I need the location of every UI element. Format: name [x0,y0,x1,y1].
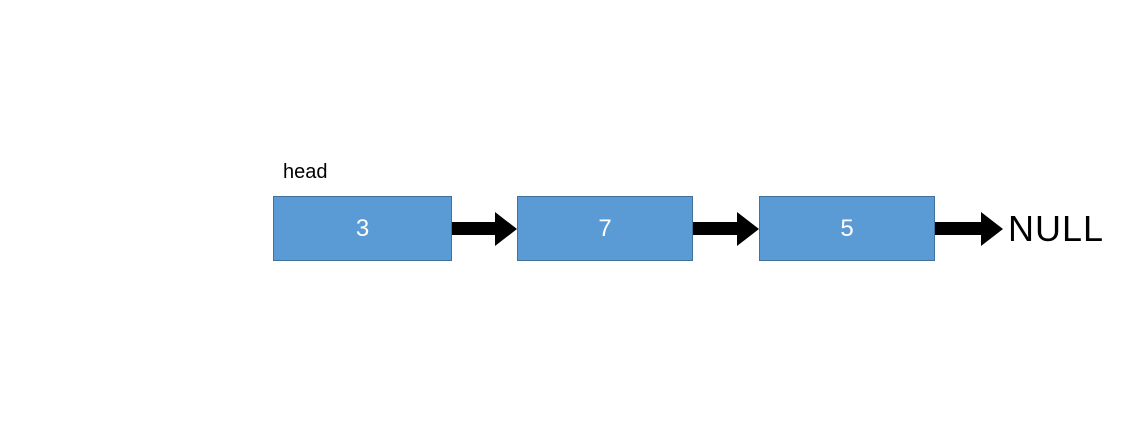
next-pointer-arrow-1 [452,196,517,261]
arrow-shaft [452,222,495,235]
arrow-head-icon [495,211,517,246]
null-terminator-label: NULL [1008,207,1105,249]
node-value: 7 [598,214,612,242]
arrow-shaft [693,222,737,235]
next-pointer-arrow-2 [693,196,759,261]
list-node-3: 5 [759,196,935,261]
arrow-head-icon [737,211,759,246]
node-value: 3 [355,214,370,242]
next-pointer-arrow-3 [935,196,1003,261]
list-node-2: 7 [517,196,693,261]
node-value: 5 [840,214,854,242]
arrow-head-icon [981,211,1003,246]
arrow-shaft [935,222,981,235]
list-node-1: 3 [273,196,452,261]
head-pointer-label: head [283,161,328,183]
